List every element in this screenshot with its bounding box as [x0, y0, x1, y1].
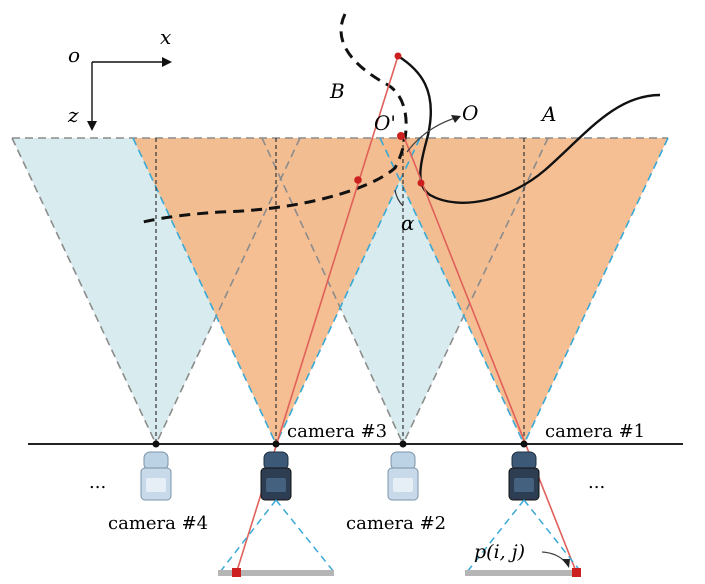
arrowhead-o — [451, 115, 461, 123]
camera-4-body — [140, 451, 172, 501]
x-axis-arrowhead — [162, 57, 172, 67]
fov-regions — [12, 138, 668, 444]
coordinate-axes — [91, 61, 165, 124]
z-axis-arrowhead — [87, 121, 97, 131]
fov-camera-1 — [380, 138, 668, 444]
alpha-label: α — [401, 211, 415, 235]
pixel-label: p(i, j) — [474, 541, 525, 563]
pixel-pointer-arrowhead — [562, 559, 570, 568]
sensor-cones — [219, 499, 582, 573]
x-axis-label: x — [160, 25, 171, 49]
camera-centers — [152, 440, 528, 448]
optical-axes — [155, 138, 525, 444]
angle-arc — [394, 189, 404, 207]
ellipsis-left: ... — [89, 472, 106, 493]
camera-1-label: camera #1 — [545, 421, 645, 442]
ellipsis-right: ... — [588, 472, 605, 493]
marker-points — [354, 52, 425, 187]
direction-arrow — [406, 117, 456, 153]
sensor-camera-3 — [218, 570, 334, 576]
pixel-pointer — [541, 551, 567, 564]
camera-3-body — [260, 451, 292, 501]
z-axis-label: z — [67, 103, 79, 127]
sensor-camera-1 — [465, 570, 581, 576]
point-dashed-intersection — [354, 176, 362, 184]
camera-2-body — [387, 451, 419, 501]
pixel-marker-left — [232, 568, 241, 577]
curve-a-label: A — [540, 102, 556, 126]
camera-3-label: camera #3 — [287, 421, 387, 442]
pixel-marker-right — [572, 568, 581, 577]
curve-b-label: B — [329, 79, 345, 103]
dashed-curve-b — [142, 13, 408, 224]
camera-1-body — [508, 451, 540, 501]
o-label: O — [462, 101, 478, 125]
o-prime-label: O' — [374, 111, 396, 135]
point-o-prime — [397, 132, 405, 140]
camera-2-label: camera #2 — [346, 513, 446, 534]
point-top — [394, 52, 402, 60]
point-solid-intersection — [417, 179, 425, 187]
solid-curve-a — [397, 54, 661, 204]
origin-label: o — [68, 43, 80, 67]
fov-blue-edges — [132, 137, 669, 445]
camera-4-label: camera #4 — [108, 513, 208, 534]
